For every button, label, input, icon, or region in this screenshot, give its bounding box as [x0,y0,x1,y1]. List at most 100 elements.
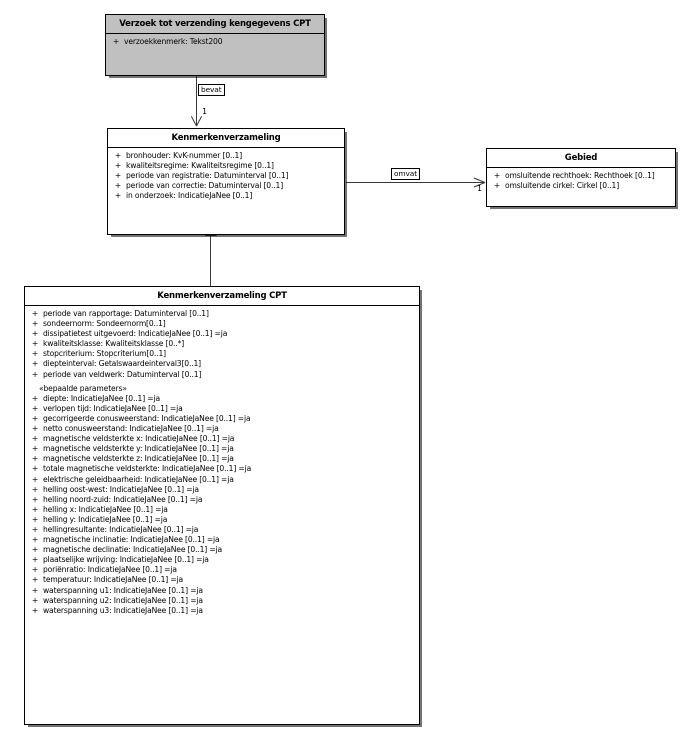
class-box-verzoek[interactable]: Verzoek tot verzending kengegevens CPT +… [105,14,325,76]
attribute-signature: kwaliteitsklasse: Kwaliteitsklasse [0..*… [43,339,185,349]
attribute-row: + diepteinterval: Getalswaardeinterval3[… [27,359,417,369]
attribute-visibility: + [114,151,122,160]
attribute-row: + helling x: IndicatieJaNee [0..1] =ja [27,505,417,515]
attribute-row: + sondeernorm: Sondeernorm[0..1] [27,319,417,329]
attribute-row: + hellingresultante: IndicatieJaNee [0..… [27,525,417,535]
attribute-row: + netto conusweerstand: IndicatieJaNee [… [27,424,417,434]
attribute-visibility: + [31,454,39,464]
attribute-row: + kwaliteitsregime: Kwaliteitsregime [0.… [110,161,342,171]
attribute-signature: periode van correctie: Datuminterval [0.… [126,181,284,191]
attribute-row: + poriënratio: IndicatieJaNee [0..1] =ja [27,565,417,575]
attribute-visibility: + [493,181,501,191]
attribute-visibility: + [31,545,39,555]
attribute-visibility: + [31,329,39,339]
class-separator [108,147,344,148]
connector-omvat-label: omvat [391,168,421,180]
connector-omvat-multiplicity: 1 [477,184,483,193]
attribute-signature: helling oost-west: IndicatieJaNee [0..1]… [43,484,199,494]
attribute-signature: netto conusweerstand: IndicatieJaNee [0.… [43,424,219,434]
attribute-visibility: + [31,359,39,369]
attribute-row: + omsluitende rechthoek: Rechthoek [0..1… [489,171,673,181]
attribute-signature: helling noord-zuid: IndicatieJaNee [0..1… [43,494,203,504]
attribute-visibility: + [31,413,39,423]
attribute-row: + kwaliteitsklasse: Kwaliteitsklasse [0.… [27,339,417,349]
attribute-visibility: + [31,565,39,575]
attribute-row: + stopcriterium: Stopcriterium[0..1] [27,349,417,359]
attribute-visibility: + [31,369,39,379]
stereotype-label: «bepaalde parameters» [39,383,127,393]
attribute-row: + omsluitende cirkel: Cirkel [0..1] [489,181,673,191]
attribute-signature: magnetische veldsterkte y: IndicatieJaNe… [43,444,234,454]
class-box-kenmerkenverzameling-cpt[interactable]: Kenmerkenverzameling CPT + periode van r… [24,286,420,725]
attribute-row: + bronhouder: KvK-nummer [0..1] [110,151,342,161]
attribute-visibility: + [31,504,39,514]
attribute-signature: helling y: IndicatieJaNee [0..1] =ja [43,514,168,524]
attribute-row: + elektrische geleidbaarheid: IndicatieJ… [27,475,417,485]
attribute-signature: omsluitende rechthoek: Rechthoek [0..1] [505,171,655,180]
attribute-signature: waterspanning u3: IndicatieJaNee [0..1] … [43,605,203,615]
attribute-row: + dissipatietest uitgevoerd: IndicatieJa… [27,329,417,339]
attribute-visibility: + [31,464,39,474]
connector-bevat-line [196,76,197,126]
attribute-signature: verlopen tijd: IndicatieJaNee [0..1] =ja [43,403,183,413]
attribute-signature: poriënratio: IndicatieJaNee [0..1] =ja [43,565,177,575]
attribute-signature: in onderzoek: IndicatieJaNee [0..1] [126,191,253,201]
attribute-visibility: + [31,595,39,605]
attribute-signature: periode van rapportage: Datuminterval [0… [43,309,209,318]
attribute-signature: magnetische veldsterkte z: IndicatieJaNe… [43,454,234,464]
class-box-kenmerkenverzameling[interactable]: Kenmerkenverzameling + bronhouder: KvK-n… [107,128,345,235]
attribute-row: + periode van veldwerk: Datuminterval [0… [27,370,417,380]
class-title-kenmerkenverzameling-cpt: Kenmerkenverzameling CPT [157,291,287,301]
class-separator [487,167,675,168]
attribute-row: + periode van registratie: Datuminterval… [110,171,342,181]
attribute-row: + plaatselijke wrijving: IndicatieJaNee … [27,555,417,565]
attribute-row: + periode van rapportage: Datuminterval … [27,309,417,319]
attribute-signature: periode van veldwerk: Datuminterval [0..… [43,369,202,379]
class-attributes-kenmerkenverzameling-cpt: + periode van rapportage: Datuminterval … [25,306,419,620]
attribute-visibility: + [31,524,39,534]
attribute-row: + gecorrigeerde conusweerstand: Indicati… [27,414,417,424]
attribute-signature: temperatuur: IndicatieJaNee [0..1] =ja [43,575,184,585]
attribute-visibility: + [114,181,122,191]
attribute-visibility: + [31,605,39,615]
attribute-visibility: + [31,309,39,318]
attribute-visibility: + [114,171,122,181]
attribute-row: + helling noord-zuid: IndicatieJaNee [0.… [27,495,417,505]
attribute-visibility: + [31,403,39,413]
attribute-row: + magnetische veldsterkte z: IndicatieJa… [27,454,417,464]
attribute-row: + temperatuur: IndicatieJaNee [0..1] =ja [27,575,417,585]
attribute-row: + diepte: IndicatieJaNee [0..1] =ja [27,394,417,404]
class-separator [25,305,419,306]
attribute-signature: magnetische declinatie: IndicatieJaNee [… [43,545,223,555]
attribute-visibility: + [493,171,501,180]
attribute-row: + helling oost-west: IndicatieJaNee [0..… [27,485,417,495]
attribute-signature: diepte: IndicatieJaNee [0..1] =ja [43,393,160,403]
attribute-visibility: + [31,349,39,359]
class-attributes-kenmerkenverzameling: + bronhouder: KvK-nummer [0..1] + kwalit… [108,148,344,205]
class-title-verzoek: Verzoek tot verzending kengegevens CPT [119,19,311,29]
attribute-row: + verlopen tijd: IndicatieJaNee [0..1] =… [27,404,417,414]
connector-bevat-label: bevat [198,84,225,96]
attribute-visibility: + [31,319,39,329]
attribute-visibility: + [31,535,39,545]
attribute-visibility: + [31,514,39,524]
attribute-row: + waterspanning u3: IndicatieJaNee [0..1… [27,606,417,616]
attribute-visibility: + [31,585,39,595]
attribute-signature: bronhouder: KvK-nummer [0..1] [126,151,243,160]
attribute-row: + waterspanning u1: IndicatieJaNee [0..1… [27,586,417,596]
attribute-visibility: + [31,484,39,494]
attribute-signature: verzoekkenmerk: Tekst200 [124,37,223,46]
attribute-visibility: + [114,161,122,171]
attribute-row: + magnetische inclinatie: IndicatieJaNee… [27,535,417,545]
attribute-row: + magnetische veldsterkte y: IndicatieJa… [27,444,417,454]
class-box-gebied[interactable]: Gebied + omsluitende rechthoek: Rechthoe… [486,148,676,207]
attribute-signature: dissipatietest uitgevoerd: IndicatieJaNe… [43,329,228,339]
attribute-signature: magnetische veldsterkte x: IndicatieJaNe… [43,434,235,444]
attribute-row: + totale magnetische veldsterkte: Indica… [27,464,417,474]
attribute-row: + magnetische declinatie: IndicatieJaNee… [27,545,417,555]
attribute-signature: hellingresultante: IndicatieJaNee [0..1]… [43,524,199,534]
attribute-signature: diepteinterval: Getalswaardeinterval3[0.… [43,359,201,369]
connector-generalisatie-line [210,235,211,286]
attribute-row: + verzoekkenmerk: Tekst200 [108,37,322,47]
